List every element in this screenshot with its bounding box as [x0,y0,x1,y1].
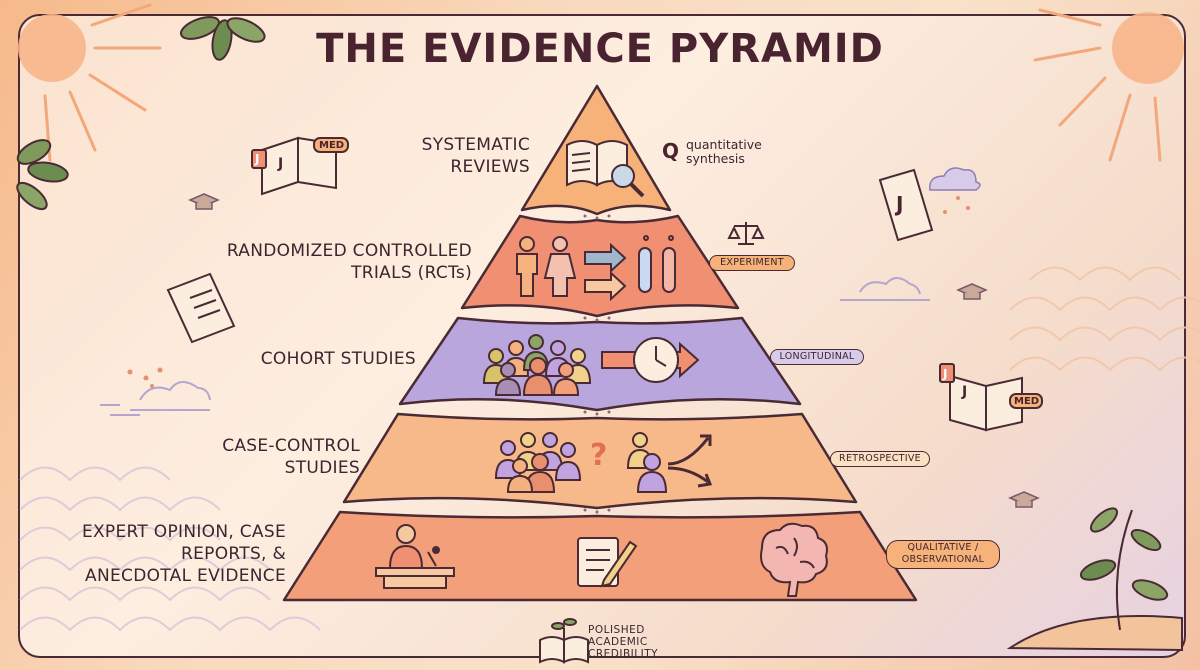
level-2-rcts [460,214,740,318]
med-badge-icon: MED [1014,396,1040,407]
level-1-label-line: SYSTEMATIC [421,135,530,155]
footer-line: POLISHED [588,624,645,636]
people-test-tubes-icon [516,235,676,302]
level-1-label: SYSTEMATIC REVIEWS [360,134,530,178]
level-5-label: EXPERT OPINION, CASE REPORTS, & ANECDOTA… [56,521,286,587]
journal-letter-icon: J [255,152,260,166]
cloud-icon-top-right [929,167,981,191]
journal-book-icon-left [251,136,349,196]
scroll-icon-left [166,272,236,344]
level-2-label-line: TRIALS (RCTs) [351,263,472,283]
level-5-tag-line: QUALITATIVE / [907,542,979,553]
group-question-icon [494,432,713,493]
cloud-icon-left [100,381,211,416]
footer-line: ACADEMIC [588,636,648,648]
level-3-cohort [398,316,802,412]
level-4-label-line: STUDIES [284,458,360,478]
journal-letter-icon: J [962,384,968,400]
level-1-tag-line: synthesis [686,151,745,166]
leaves-icon-top [179,16,266,61]
scale-icon [727,222,765,245]
scroll-icon-right [878,168,934,242]
level-3-label-line: COHORT STUDIES [260,349,416,369]
cloud-icon-right [840,277,930,301]
page-title: THE EVIDENCE PYRAMID [316,26,884,72]
level-4-label: CASE-CONTROL STUDIES [196,435,360,479]
med-badge-icon: MED [319,140,345,151]
level-3-tag: LONGITUDINAL [770,349,864,365]
level-5-label-line: ANECDOTAL EVIDENCE [85,566,286,586]
brain-icon [760,522,828,597]
q-icon: Q [662,139,680,163]
level-5-tag-line: OBSERVATIONAL [901,554,985,565]
podium-speaker-icon [375,524,455,589]
level-1-label-line: REVIEWS [450,157,530,177]
footer-line: CREDIBILITY [588,648,659,660]
level-1-tag-line: quantitative [686,137,762,152]
leaves-icon-left [16,139,69,211]
level-4-label-line: CASE-CONTROL [222,436,360,456]
level-2-label: RANDOMIZED CONTROLLED TRIALS (RCTs) [196,240,472,284]
group-clock-icon [482,334,700,396]
graduation-cap-icon [188,193,1040,508]
wave-pattern-bottom-left [19,466,321,632]
journal-book-icon-right [939,363,1043,432]
journal-letter-icon: J [278,156,284,172]
book-magnifier-icon [566,140,645,198]
book-sprout-icon [539,618,589,664]
level-1-tag: quantitative synthesis [686,138,762,166]
notepad-pen-icon [577,537,638,588]
level-2-tag: EXPERIMENT [709,255,795,271]
level-2-label-line: RANDOMIZED CONTROLLED [226,241,472,261]
plant-icon [1006,507,1183,652]
question-mark-icon: ? [590,438,608,473]
level-5-label-line: EXPERT OPINION, CASE [81,522,286,542]
level-5-label-line: REPORTS, & [181,544,286,564]
level-4-tag: RETROSPECTIVE [830,451,930,467]
journal-letter-icon: J [896,192,904,216]
wave-pattern-right [1009,266,1200,372]
level-5-tag: QUALITATIVE / OBSERVATIONAL [886,540,1000,569]
level-4-case-control [342,412,858,510]
sun-icon-right [1033,8,1184,162]
footer-caption: POLISHED ACADEMIC CREDIBILITY [588,624,658,660]
level-3-label: COHORT STUDIES [230,348,416,370]
journal-letter-icon: J [943,367,948,381]
